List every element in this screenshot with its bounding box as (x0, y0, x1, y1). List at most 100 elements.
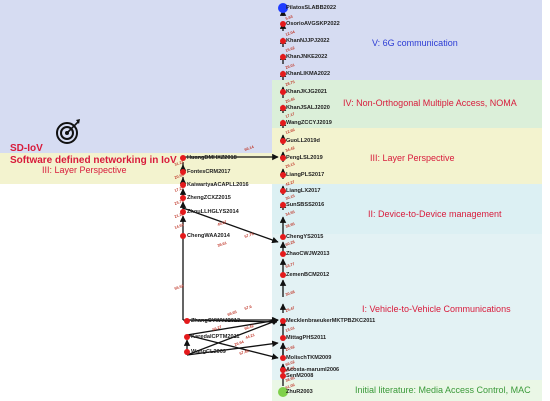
edge-weight-e21: 66.02 (285, 360, 295, 367)
sdiov-title: SD-IoV (10, 143, 43, 154)
edge (182, 207, 279, 244)
edge-weight-e19: 13.01 (285, 326, 295, 333)
paper-label-n3: KhanNJJPJ2022 (286, 38, 330, 44)
paper-node-n11 (280, 172, 286, 178)
edge (186, 340, 279, 356)
band-layer-left (0, 153, 272, 184)
paper-label-m9: WangCL2009 (191, 349, 226, 355)
edge-weight-e24: 61.06 (285, 383, 295, 390)
edge-weight-e10: 29.13 (285, 162, 295, 169)
paper-node-n4 (280, 54, 286, 60)
paper-node-n14 (280, 234, 286, 240)
paper-label-m4: ZhengZCXZ2015 (187, 195, 231, 201)
edge (186, 317, 279, 336)
edge-weight-e15: 60.28 (285, 240, 295, 247)
edge-weight-e32: 57.76 (244, 232, 254, 239)
paper-node-n5 (280, 71, 286, 77)
band-v2v (272, 234, 542, 380)
paper-label-m2: FontesCRM2017 (187, 169, 231, 175)
paper-node-n13 (280, 202, 286, 208)
band-d2d (272, 184, 542, 234)
paper-node-m1 (180, 155, 186, 161)
edge-weight-e5: 28.75 (285, 80, 295, 87)
paper-node-m5 (180, 209, 186, 215)
paper-label-n8: WangZCCYJ2019 (286, 120, 332, 126)
paper-label-n6: KhanJKJG2021 (286, 89, 327, 95)
band-label-mac: Initial literature: Media Access Control… (355, 385, 531, 395)
paper-label-m7: ZhangCYWYJ2013 (191, 318, 240, 324)
edge-weight-e36: 69.65 (227, 310, 237, 317)
band-noma (272, 80, 542, 128)
band-label-layer-left: III: Layer Perspective (42, 165, 127, 175)
edge-weight-e23: 62.98 (285, 366, 295, 373)
paper-label-m1: HuangDMHXZ2018 (187, 155, 237, 161)
edge-weight-e33: 55.52 (174, 284, 184, 291)
band-label-layer-right: III: Layer Perspective (370, 153, 455, 163)
band-6g (272, 0, 542, 80)
paper-label-n5: KhanLIKMA2022 (286, 71, 330, 77)
paper-node-n2 (280, 21, 286, 27)
paper-node-m7 (184, 318, 190, 324)
edge-weight-e29: 23.78 (174, 199, 184, 206)
paper-label-m6: ChengWAA2014 (187, 233, 231, 239)
paper-label-n11: LiangPLS2017 (286, 172, 324, 178)
edge-weight-e11: 42.27 (285, 180, 295, 187)
band-label-6g: V: 6G communication (372, 38, 458, 48)
edge-weight-e9: 34.42 (285, 146, 295, 153)
edge-weight-e20: 20.92 (285, 345, 295, 352)
paper-label-n14: ChengYS2015 (286, 234, 323, 240)
band-sdiov (0, 0, 272, 153)
paper-label-n12: LiangLX2017 (286, 188, 321, 194)
edge-weight-e6: 20.46 (285, 97, 295, 104)
paper-label-n13: SunSBSS2016 (286, 202, 324, 208)
paper-node-n1 (278, 3, 288, 13)
edge-weight-e40: 57.49 (239, 349, 249, 356)
paper-label-n22: ZhuR2003 (286, 389, 313, 395)
paper-node-n12 (280, 188, 286, 194)
paper-node-n20 (280, 373, 286, 379)
paper-label-m8: KaredalCPTM2011 (191, 334, 240, 340)
paper-label-n9: GuoLL2019d (286, 138, 320, 144)
edge-weight-e26: 31.21 (174, 160, 184, 167)
paper-label-n21: Acosta-marumI2006 (286, 367, 339, 373)
paper-label-n10: PengLSL2019 (286, 155, 323, 161)
paper-node-n21 (280, 367, 286, 373)
band-layer-right (272, 128, 542, 184)
paper-label-n15: ZhaoCWJW2013 (286, 251, 330, 257)
edge-weight-e7: 17.17 (285, 112, 295, 119)
paper-label-m3: KaiwartyaACAPLL2016 (187, 182, 249, 188)
edge-weight-e12: 30.15 (285, 194, 295, 201)
paper-label-n19: MolischTKM2009 (286, 355, 331, 361)
paper-node-m3 (180, 182, 186, 188)
band-label-noma: IV: Non-Orthogonal Multiple Access, NOMA (343, 98, 517, 108)
paper-label-n1: PilatosSLABB2022 (286, 5, 336, 11)
paper-label-n16: ZemenBCM2012 (286, 272, 329, 278)
paper-label-n18: MittagPHS2011 (286, 335, 326, 341)
band-label-v2v: I: Vehicle-to-Vehicle Communications (362, 304, 511, 314)
edge-weight-e2: 12.04 (285, 30, 296, 37)
paper-node-m9 (184, 349, 190, 355)
paper-node-m4 (180, 195, 186, 201)
edge-weight-e13: 34.55 (285, 210, 295, 217)
edge-weight-e3: 15.62 (285, 46, 295, 53)
paper-label-n20: SenM2008 (286, 373, 313, 379)
paper-label-n17: MecklenbraeukerMKTPBZKC2011 (286, 318, 375, 324)
edge-weight-e38: 44.21 (245, 333, 255, 340)
sdiov-subtitle: Software defined networking in IoV (10, 155, 177, 166)
edge-weight-e1: 5.63 (285, 15, 293, 21)
edge-weight-e4: 26.01 (285, 63, 295, 70)
band-mac (272, 380, 542, 401)
edge-weight-e8: 12.66 (285, 128, 295, 135)
paper-node-n19 (280, 355, 286, 361)
edge-weight-e39: 26.94 (234, 340, 245, 347)
edge-weight-e27: 20.56 (174, 173, 184, 180)
paper-node-n22 (278, 387, 288, 397)
paper-node-n8 (280, 120, 286, 126)
paper-node-n3 (280, 38, 286, 44)
edge-weight-e14: 38.95 (285, 222, 295, 229)
paper-label-m5: ZhouLLHGLYS2014 (187, 209, 240, 215)
paper-node-m8 (184, 334, 190, 340)
paper-node-m2 (180, 169, 186, 175)
band-label-d2d: II: Device-to-Device management (368, 209, 502, 219)
